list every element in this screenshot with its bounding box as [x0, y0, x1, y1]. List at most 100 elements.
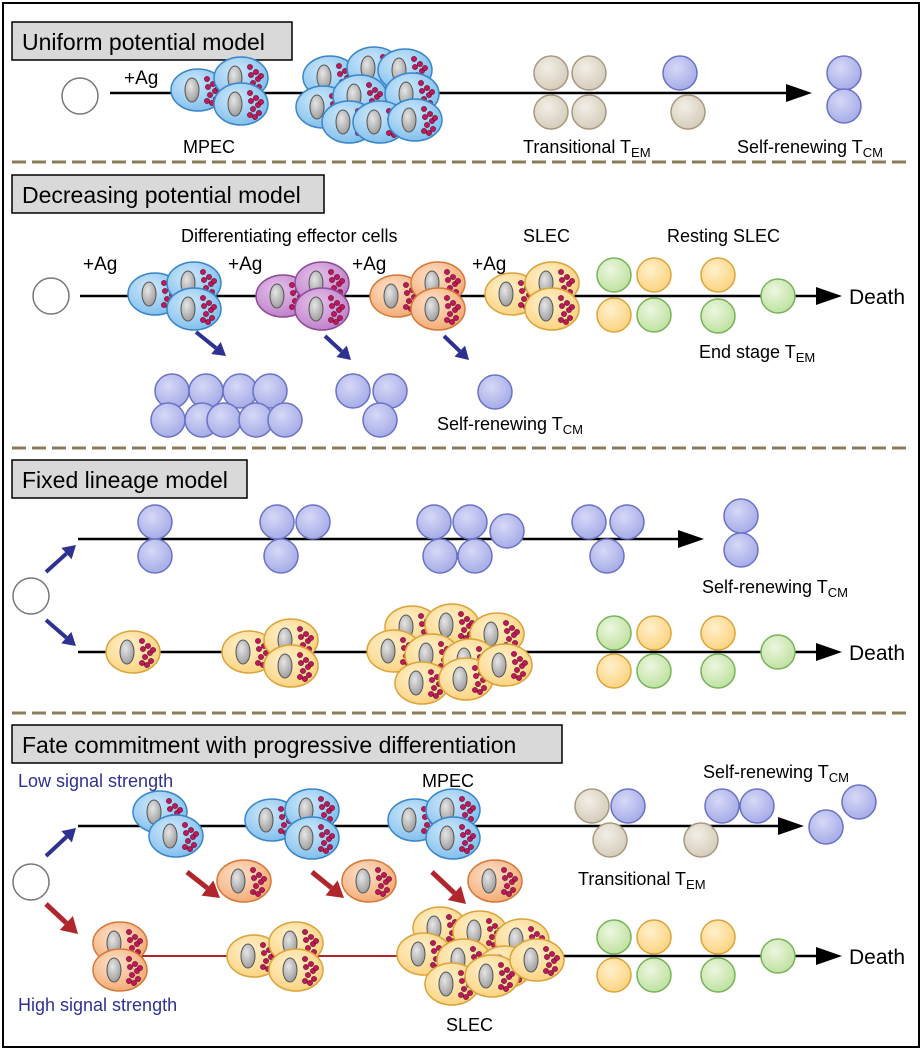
granule: [424, 85, 430, 91]
mem-cell: [808, 809, 844, 845]
granule: [183, 830, 189, 836]
granule: [376, 875, 382, 881]
decreasing-self-renewing-sub: CM: [563, 422, 583, 437]
granule: [499, 970, 505, 976]
decreasing-ag-label-4: +Ag: [472, 254, 506, 275]
granule: [558, 317, 564, 323]
granule: [377, 91, 383, 97]
granule: [378, 883, 384, 889]
granule: [404, 290, 410, 296]
granule: [248, 72, 254, 78]
mem-cell: [826, 88, 862, 124]
nucleus: [498, 281, 514, 307]
granule: [429, 677, 435, 683]
granule: [372, 87, 378, 93]
mem-cell: [739, 788, 775, 824]
granule: [126, 929, 132, 935]
granule: [203, 311, 209, 317]
differentiation-arrow: [185, 870, 220, 898]
mem-cell: [263, 538, 299, 574]
granule: [200, 295, 206, 301]
nucleus: [184, 77, 200, 103]
granule: [247, 64, 253, 70]
mem-cell: [335, 373, 371, 409]
naive-cell-fate: [12, 863, 50, 901]
granule: [516, 675, 522, 681]
trans-cell: [533, 55, 569, 91]
granule: [412, 64, 418, 70]
granule: [444, 295, 450, 301]
granule: [430, 940, 436, 946]
granule: [302, 978, 308, 984]
fate-transitional-sub: EM: [686, 877, 706, 892]
nucleus: [277, 653, 293, 679]
yel-effector-cell: [509, 938, 565, 982]
granule: [459, 796, 465, 802]
granule: [563, 319, 569, 325]
nucleus: [335, 109, 351, 135]
granule: [324, 829, 330, 835]
granule: [465, 829, 471, 835]
granule: [498, 962, 504, 968]
arrow-head: [211, 342, 226, 356]
arrow-shaft: [323, 334, 343, 353]
granule: [258, 99, 264, 105]
trans-cell: [533, 94, 569, 130]
grn-cell: [700, 653, 736, 689]
granule: [446, 914, 452, 920]
mem-cell: [267, 402, 303, 438]
granule: [501, 867, 507, 873]
trans-cell: [683, 822, 719, 858]
fixed-self-renewing-text: Self-renewing T: [702, 577, 828, 597]
granule: [167, 806, 173, 812]
granule: [193, 831, 199, 837]
grn-cell: [760, 938, 796, 974]
granule: [519, 288, 525, 294]
granule: [459, 824, 465, 830]
granule: [386, 876, 392, 882]
nucleus: [401, 807, 417, 833]
granule: [279, 814, 285, 820]
granule: [444, 317, 450, 323]
granule: [250, 889, 256, 895]
granule: [337, 71, 343, 77]
granule: [250, 106, 256, 112]
granule: [375, 867, 381, 873]
granule: [319, 832, 325, 838]
nucleus: [230, 868, 246, 894]
granule: [403, 282, 409, 288]
granule: [334, 274, 340, 280]
title-decreasing: Decreasing potential model: [11, 174, 325, 214]
or-effector-cell: [467, 859, 523, 903]
or-effector-cell: [92, 948, 148, 992]
granule: [544, 954, 550, 960]
granule: [263, 958, 269, 964]
uniform-transitional-label: Transitional TEM: [523, 137, 651, 160]
yel-cell: [700, 615, 736, 651]
granule: [511, 651, 517, 657]
granule: [514, 629, 520, 635]
yel-cell: [636, 615, 672, 651]
title-fixed-text: Fixed lineage model: [22, 467, 228, 493]
granule: [468, 844, 474, 850]
granule: [421, 828, 427, 834]
trans-cell: [571, 55, 607, 91]
nucleus: [235, 639, 251, 665]
granule: [417, 61, 423, 67]
mem-cell: [252, 373, 288, 409]
granule: [297, 626, 303, 632]
mem-cell: [137, 504, 173, 540]
arrow-head: [59, 916, 78, 934]
grn-cell: [596, 919, 632, 955]
nucleus: [538, 296, 554, 322]
granule: [306, 672, 312, 678]
granule: [419, 88, 425, 94]
yel-effector-cell: [394, 661, 450, 705]
granule: [512, 659, 518, 665]
title-uniform: Uniform potential model: [11, 21, 293, 61]
nucleus: [269, 283, 285, 309]
granule: [501, 889, 507, 895]
granule: [503, 620, 509, 626]
granule: [209, 315, 215, 321]
granule: [255, 638, 261, 644]
